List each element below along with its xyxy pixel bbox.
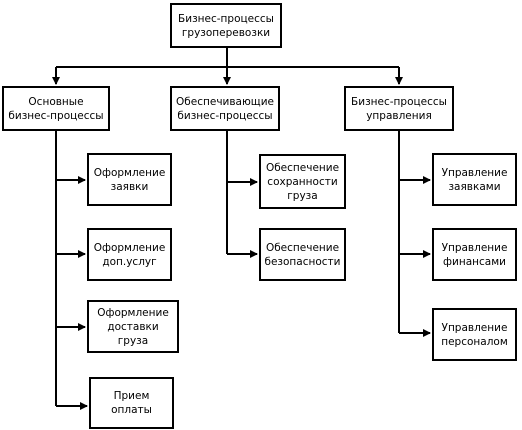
leaf-node-cargo-safety: Обеспечение сохранности груза [259, 154, 346, 209]
leaf-node-label: Управление финансами [441, 241, 508, 268]
leaf-node-order-registration: Оформление заявки [87, 153, 172, 206]
branch-node-label: Основные бизнес-процессы [8, 95, 104, 122]
leaf-node-label: Управление заявками [441, 166, 508, 193]
leaf-node-label: Оформление заявки [93, 166, 166, 193]
root-node: Бизнес-процессы грузоперевозки [170, 3, 282, 48]
leaf-node-security: Обеспечение безопасности [259, 228, 346, 281]
leaf-node-personnel-management: Управление персоналом [432, 308, 517, 361]
root-node-label: Бизнес-процессы грузоперевозки [178, 12, 274, 39]
leaf-node-cargo-delivery: Оформление доставки груза [87, 300, 179, 353]
leaf-node-label: Прием оплаты [111, 390, 152, 416]
leaf-node-extra-services: Оформление доп.услуг [87, 228, 172, 281]
leaf-node-label: Оформление доставки груза [97, 306, 169, 347]
leaf-node-label: Обеспечение сохранности груза [265, 161, 340, 202]
leaf-node-finance-management: Управление финансами [432, 228, 517, 281]
leaf-node-payment: Прием оплаты [89, 377, 174, 429]
leaf-node-label: Оформление доп.услуг [93, 241, 166, 268]
branch-node-label: Обеспечивающие бизнес-процессы [176, 95, 274, 122]
leaf-node-label: Управление персоналом [441, 321, 508, 348]
leaf-node-orders-management: Управление заявками [432, 153, 517, 206]
branch-node-management: Бизнес-процессы управления [344, 86, 454, 131]
leaf-node-label: Обеспечение безопасности [264, 241, 341, 268]
branch-node-label: Бизнес-процессы управления [351, 95, 447, 122]
branch-node-support: Обеспечивающие бизнес-процессы [170, 86, 280, 131]
branch-node-main: Основные бизнес-процессы [2, 86, 110, 131]
